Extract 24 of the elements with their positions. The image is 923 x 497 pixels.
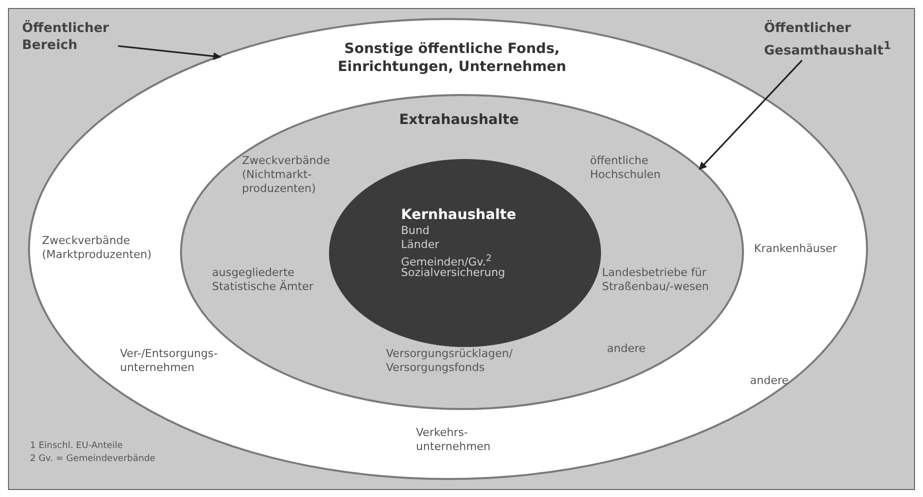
category-label: Versorgungsrücklagen/ Versorgungsfonds [386, 347, 514, 375]
category-label: Bund [401, 224, 430, 238]
ring-heading: Extrahaushalte [398, 111, 520, 129]
annotation-label: Öffentlicher Gesamthaushalt$^{1}$ [764, 20, 892, 60]
category-label: Ver-/Entsorgungs- unternehmen [120, 347, 219, 375]
category-label: Zweckverbände (Marktproduzenten) [42, 234, 153, 262]
ring-heading: Sonstige öffentliche Fonds, Einrichtungen, Unternehmen [336, 40, 568, 76]
category-label: ausgegliederte Statistische Ämter [212, 266, 314, 294]
arrow [698, 60, 803, 170]
arrow [118, 45, 222, 60]
category-label: Zweckverbände (Nichtmarkt- produzenten) [242, 154, 331, 196]
category-label: Gemeinden/Gv.$^{2}$ [401, 252, 492, 269]
category-label: Länder [401, 238, 440, 252]
category-label: Krankenhäuser [754, 242, 838, 256]
category-label: andere [607, 342, 647, 356]
category-label: öffentliche Hochschulen [590, 154, 662, 182]
footnote: 2 Gv. = Gemeindeverbände [30, 453, 156, 465]
category-label: Landesbetriebe für Straßenbau/-wesen [602, 266, 710, 294]
category-label: Verkehrs- unternehmen [416, 426, 492, 454]
annotation-label: Öffentlicher Bereich [22, 20, 110, 54]
category-label: andere [750, 374, 790, 388]
footnote: 1 Einschl. EU-Anteile [30, 440, 123, 452]
core-heading: Kernhaushalte [401, 206, 518, 224]
category-label: Sozialversicherung [401, 266, 506, 280]
